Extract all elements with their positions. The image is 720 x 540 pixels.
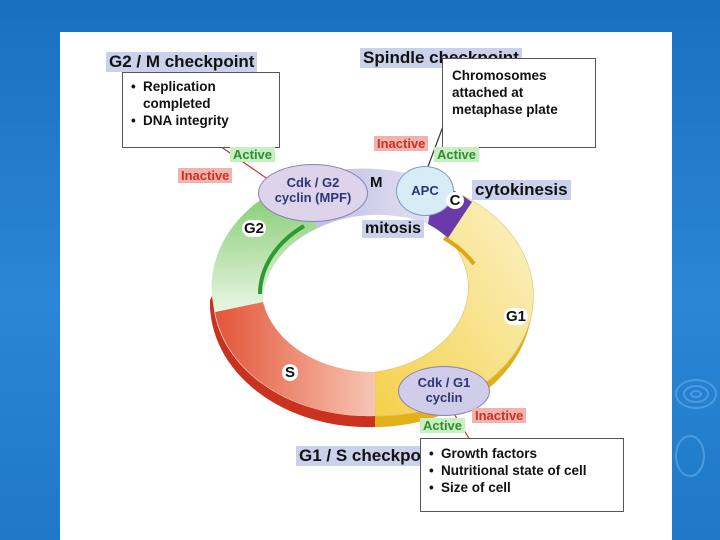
spindle-inactive-tag: Inactive bbox=[374, 136, 429, 151]
g2m-checkpoint-box: Replication completed DNA integrity bbox=[122, 72, 280, 148]
g2-inner-rim bbox=[258, 224, 306, 295]
mpf-label: Cdk / G2 cyclin (MPF) bbox=[274, 175, 352, 205]
g1s-item: Size of cell bbox=[429, 479, 615, 496]
slide-panel: Cdk / G2 cyclin (MPF) APC Cdk / G1 cycli… bbox=[60, 32, 672, 540]
g2m-active-tag: Active bbox=[230, 147, 276, 162]
g1s-item: Nutritional state of cell bbox=[429, 462, 615, 479]
g1-cyclin-label: Cdk / G1 cyclin bbox=[417, 375, 471, 405]
mpf-oval: Cdk / G2 cyclin (MPF) bbox=[258, 164, 368, 222]
cytokinesis-label: cytokinesis bbox=[472, 180, 571, 200]
g1-cyclin-oval: Cdk / G1 cyclin bbox=[398, 366, 490, 416]
apc-label: APC bbox=[411, 183, 439, 198]
mitosis-label: mitosis bbox=[362, 220, 425, 238]
g1-inner-rim bbox=[442, 236, 476, 266]
phase-m-label: M bbox=[370, 174, 383, 191]
g2m-inactive-tag: Inactive bbox=[178, 168, 233, 183]
spindle-active-tag: Active bbox=[434, 147, 480, 162]
phase-s-label: S bbox=[282, 364, 299, 381]
phase-g1-label: G1 bbox=[504, 308, 529, 325]
g2m-item: Replication completed bbox=[131, 78, 271, 112]
phase-c-label: C bbox=[446, 192, 464, 209]
g1s-checkpoint-box: Growth factors Nutritional state of cell… bbox=[420, 438, 624, 512]
g2m-checkpoint-title: G2 / M checkpoint bbox=[106, 52, 258, 72]
g1s-active-tag: Active bbox=[420, 418, 466, 433]
s-phase-band bbox=[215, 302, 375, 417]
g1-phase-band bbox=[374, 193, 534, 417]
apc-oval: APC bbox=[396, 166, 454, 216]
spindle-checkpoint-box: Chromosomes attached at metaphase plate bbox=[442, 58, 596, 148]
phase-g2-label: G2 bbox=[242, 220, 267, 237]
decorative-swirl bbox=[675, 379, 717, 477]
g1s-inactive-tag: Inactive bbox=[472, 408, 527, 423]
spindle-desc: Chromosomes attached at metaphase plate bbox=[452, 68, 558, 117]
g2m-item: DNA integrity bbox=[131, 112, 271, 129]
g1s-item: Growth factors bbox=[429, 445, 615, 462]
g1s-checkpoint-title: G1 / S checkpoint bbox=[296, 446, 445, 466]
